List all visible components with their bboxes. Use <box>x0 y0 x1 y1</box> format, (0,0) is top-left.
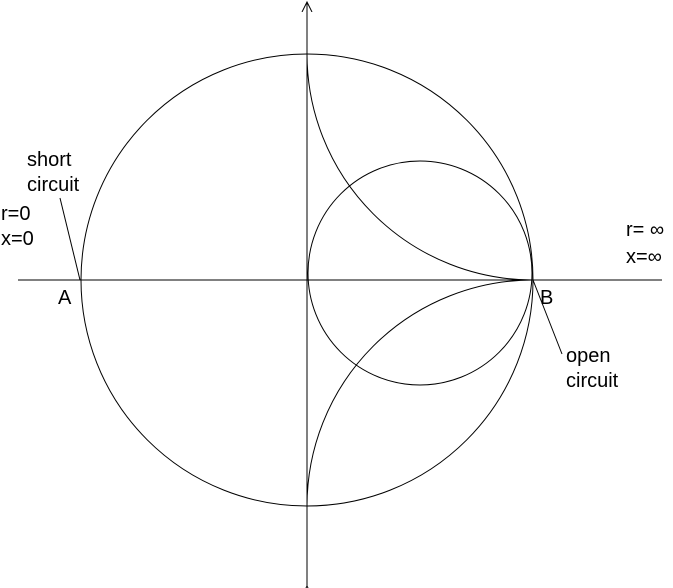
inner-resistance-circle <box>307 160 533 386</box>
x-zero-label: x=0 <box>1 228 34 250</box>
open-circuit-label-line2: circuit <box>566 370 619 392</box>
short-circuit-pointer <box>59 197 81 281</box>
point-a-label: A <box>58 287 72 309</box>
short-circuit-label-line1: short <box>27 149 72 171</box>
r-zero-label: r=0 <box>1 203 30 225</box>
point-b-label: B <box>540 287 553 309</box>
x-infinity-label: x=∞ <box>626 246 662 268</box>
lower-reactance-arc <box>306 279 534 507</box>
open-circuit-pointer <box>532 279 563 355</box>
open-circuit-label-line1: open <box>566 345 611 367</box>
short-circuit-label-line2: circuit <box>27 174 80 196</box>
upper-reactance-arc <box>306 53 534 281</box>
r-infinity-label: r= ∞ <box>626 219 664 241</box>
